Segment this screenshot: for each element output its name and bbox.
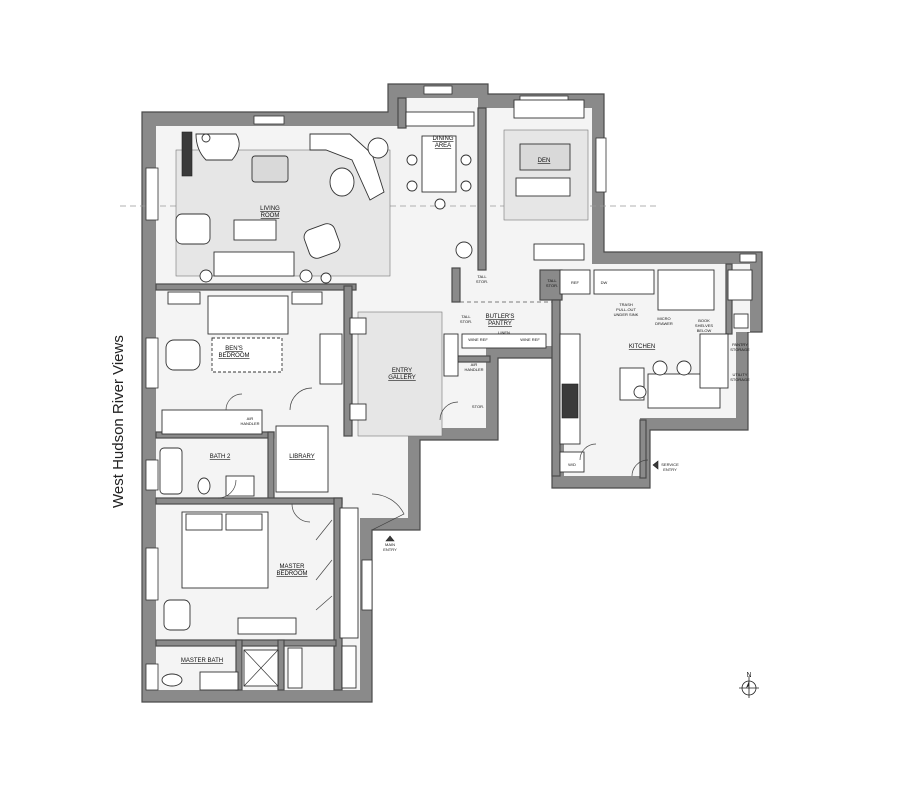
wine-ref-1-label: WINE REF xyxy=(468,337,488,342)
river-views-note: West Hudson River Views xyxy=(110,335,127,508)
bens-rug xyxy=(211,337,283,373)
dining-area xyxy=(405,111,475,259)
bathtub xyxy=(159,447,183,495)
piano-stool xyxy=(201,133,211,143)
stor-label: STOR. xyxy=(472,404,484,409)
armchair-left xyxy=(175,213,211,245)
den-table xyxy=(519,143,571,171)
bookshelf xyxy=(181,131,193,177)
ottoman xyxy=(329,167,355,197)
den-label: DEN xyxy=(538,158,551,164)
bens-chair xyxy=(165,339,201,371)
den-rug xyxy=(503,129,589,221)
armchair-right xyxy=(303,223,341,259)
range xyxy=(561,383,579,419)
wd-closet xyxy=(559,451,585,473)
upper-counter xyxy=(593,269,655,295)
pantry-storage xyxy=(699,333,729,389)
den-console xyxy=(533,243,585,261)
sofa xyxy=(213,251,295,277)
bens-desk xyxy=(319,333,343,385)
buffet xyxy=(405,111,475,127)
master-chair xyxy=(163,599,191,631)
den-bench xyxy=(515,177,571,197)
end-table-left xyxy=(199,269,213,283)
dresser xyxy=(237,617,297,635)
bens-bedroom xyxy=(161,291,343,435)
master-closet xyxy=(339,507,359,639)
wine-ref-2-label: WINE REF xyxy=(520,337,540,342)
den-sofa-top xyxy=(513,99,585,119)
master-vanity xyxy=(199,671,239,691)
entry-gallery xyxy=(349,311,457,437)
living-room xyxy=(175,131,391,284)
service-entry-arrow xyxy=(652,460,659,470)
toilet xyxy=(197,477,211,495)
master-toilet xyxy=(161,673,183,687)
pantry-cabinets xyxy=(657,269,715,311)
kitchen xyxy=(559,269,753,473)
bens-bed xyxy=(207,295,289,335)
dining-table xyxy=(421,135,457,193)
bath-2-label: BATH 2 xyxy=(210,454,231,460)
bath-2 xyxy=(159,447,255,497)
sink xyxy=(225,475,255,497)
master-bedroom xyxy=(163,507,359,689)
master-closet-2 xyxy=(341,645,357,689)
master-bath-label: MASTER BATH xyxy=(181,658,223,664)
refrigerator xyxy=(559,269,591,295)
main-entry-arrow xyxy=(385,535,395,542)
linen-closet xyxy=(287,647,303,689)
den xyxy=(503,99,589,261)
interior-walls xyxy=(155,97,733,691)
wd-label: W/D xyxy=(568,462,576,467)
coffee-table xyxy=(251,155,289,183)
round-table xyxy=(455,241,473,259)
end-table-right xyxy=(299,269,313,283)
kitchen-label: KITCHEN xyxy=(629,344,655,350)
sectional-sofa xyxy=(309,133,385,201)
utility-sink xyxy=(727,269,753,301)
side-table xyxy=(233,219,277,241)
plant xyxy=(367,137,389,159)
butlers-pantry xyxy=(443,301,552,377)
north-arrow: N xyxy=(739,672,759,698)
ref-label: REF xyxy=(571,280,580,285)
dw-label: DW xyxy=(601,280,608,285)
library-label: LIBRARY xyxy=(289,454,315,460)
master-bath xyxy=(161,649,279,691)
bens-closet xyxy=(161,409,263,435)
library xyxy=(275,425,329,493)
north-label: N xyxy=(746,672,751,679)
lamp xyxy=(320,272,332,284)
linen-label: LINEN xyxy=(498,330,510,335)
doors xyxy=(217,387,649,611)
